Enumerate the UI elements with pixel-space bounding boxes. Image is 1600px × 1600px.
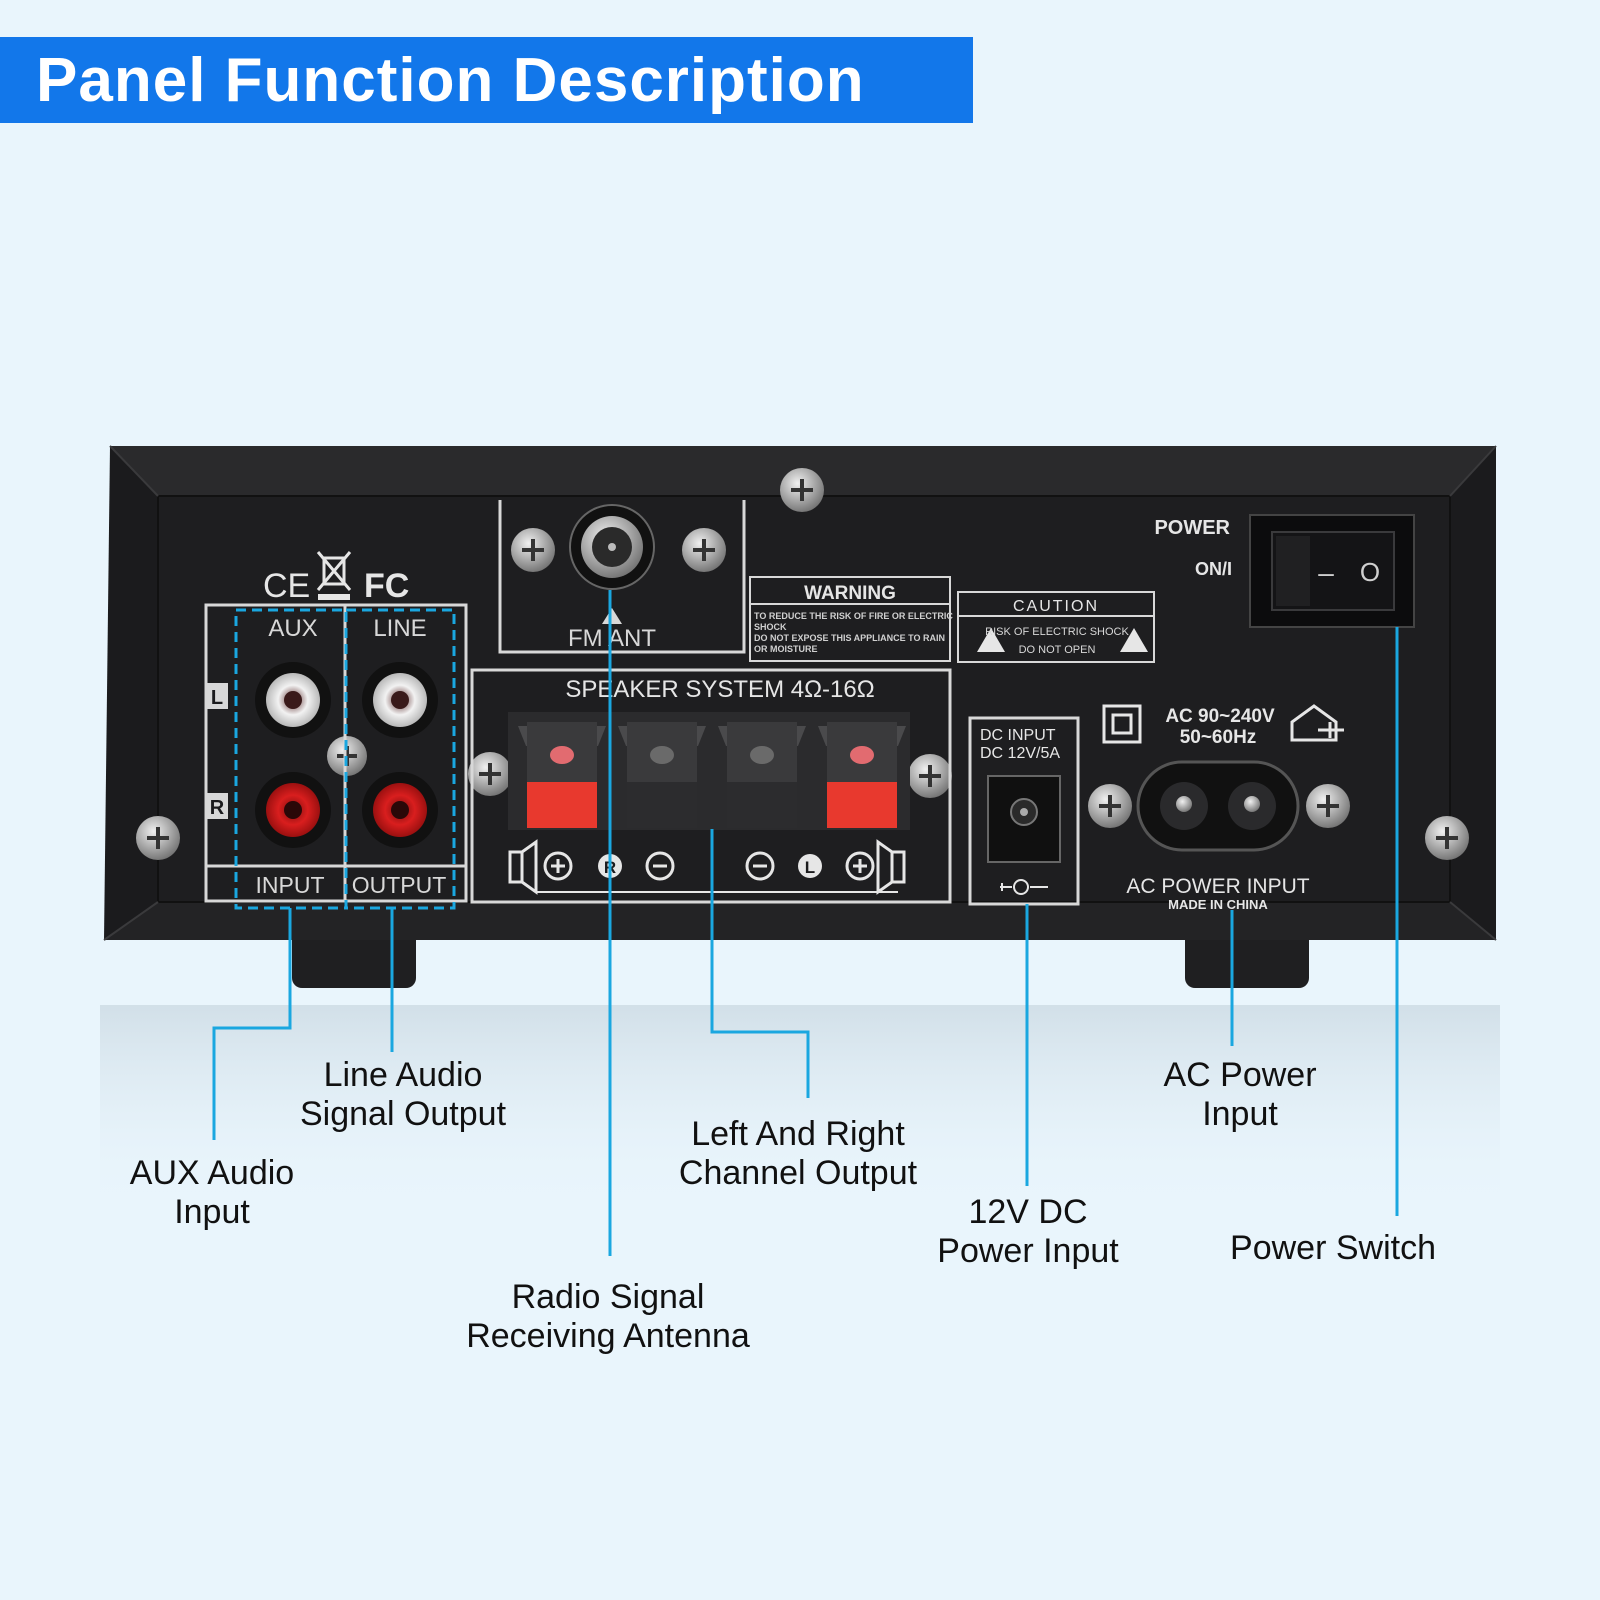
speaker-l-label: L: [805, 858, 815, 877]
rca-aux-right-jack: [255, 772, 331, 848]
line-label: LINE: [373, 615, 426, 642]
fc-mark: FC: [364, 567, 409, 605]
switch-on-symbol: O: [1360, 557, 1380, 587]
panel-text: DO NOT OPEN: [1019, 644, 1096, 656]
callout-aux-input: AUX Audio Input: [129, 1154, 295, 1231]
fm-ant-label: FM ANT: [568, 625, 656, 652]
panel-text: DO NOT EXPOSE THIS APPLIANCE TO RAIN: [754, 633, 945, 643]
dc-jack: [987, 775, 1061, 863]
callout-power-switch: Power Switch: [1230, 1229, 1436, 1267]
panel-text: SHOCK: [754, 622, 787, 632]
screw-left: [136, 816, 180, 860]
table-reflection: [100, 1005, 1500, 1215]
double-insulation-icon: [1102, 704, 1142, 744]
ac-power-input-label: AC POWER INPUT: [1126, 875, 1309, 898]
page-title: Panel Function Description: [36, 45, 865, 115]
rca-aux-left-jack: [255, 662, 331, 738]
warning-label: [749, 576, 951, 662]
speaker-terminal-l-plus: [818, 722, 906, 828]
callout-ac-input: AC Power Input: [1163, 1056, 1317, 1133]
channel-left-label: L: [211, 687, 223, 709]
line-highlight: [344, 608, 456, 910]
speaker-system-label: SPEAKER SYSTEM 4Ω-16Ω: [565, 676, 874, 703]
shock-triangle-icon: [1120, 628, 1148, 652]
on-label: ON/I: [1195, 559, 1232, 579]
channel-right-label: R: [210, 797, 225, 819]
input-label: INPUT: [256, 872, 325, 898]
fm-antenna-connector: [569, 504, 655, 590]
speaker-terminal-l-minus: [718, 722, 806, 828]
weee-icon: [316, 551, 352, 600]
speaker-terminal-r-minus: [618, 722, 706, 828]
dc-polarity-icon: [1000, 879, 1048, 895]
screw-ac-right: [1306, 784, 1350, 828]
ac-socket: [1136, 760, 1300, 852]
callout-antenna: Radio Signal Receiving Antenna: [466, 1278, 750, 1355]
callout-dc-input: 12V DC Power Input: [937, 1193, 1119, 1270]
caution-label: [957, 591, 1155, 663]
speaker-symbols: [508, 839, 906, 895]
callout-speaker-output: Left And Right Channel Output: [678, 1115, 918, 1192]
fm-frame: [498, 500, 746, 654]
panel-text: CAUTION: [1013, 598, 1099, 615]
panel-text: WARNING: [804, 583, 896, 604]
rca-frame: [204, 603, 468, 903]
screw-ac-left: [1088, 784, 1132, 828]
switch-off-symbol: –: [1318, 557, 1334, 588]
made-in-label: MADE IN CHINA: [1168, 897, 1268, 912]
power-label: POWER: [1154, 517, 1230, 539]
panel-text: RISK OF ELECTRIC SHOCK: [985, 626, 1129, 638]
title-banner: Panel Function Description: [0, 37, 973, 123]
panel-text: DC INPUT: [980, 727, 1056, 744]
panel-text: DC 12V/5A: [980, 745, 1060, 762]
ce-mark: CE: [263, 567, 310, 605]
speaker-left-icon: [508, 839, 538, 895]
dc-input-frame: [968, 716, 1080, 906]
power-switch[interactable]: – O: [1249, 514, 1415, 628]
panel-text: 50~60Hz: [1180, 727, 1257, 748]
foot-left: [292, 930, 416, 988]
callout-line-output: Line Audio Signal Output: [299, 1056, 507, 1133]
warning-triangle-icon: [977, 628, 1005, 652]
fm-arrow-icon: [602, 608, 622, 624]
leader-aux-input: [212, 908, 292, 1140]
indoor-use-icon: [1290, 704, 1344, 742]
screw-right: [1425, 816, 1469, 860]
screw-fm-right: [682, 528, 726, 572]
speaker-terminal-r-plus: [518, 722, 606, 828]
speaker-right-icon: [876, 839, 906, 895]
rca-line-right-jack: [362, 772, 438, 848]
output-label: OUTPUT: [352, 872, 447, 898]
screw-speaker-right: [908, 754, 952, 798]
panel-text: OR MOISTURE: [754, 644, 818, 654]
screw-top: [780, 468, 824, 512]
screw-speaker-left: [468, 752, 512, 796]
panel-text: AC 90~240V: [1165, 706, 1275, 727]
panel-text: TO REDUCE THE RISK OF FIRE OR ELECTRIC: [754, 611, 953, 621]
rca-line-left-jack: [362, 662, 438, 738]
screw-fm-left: [511, 528, 555, 572]
callout-lines: [212, 590, 1399, 1256]
foot-right: [1185, 930, 1309, 988]
aux-label: AUX: [268, 615, 317, 642]
leader-speaker-output: [710, 829, 810, 1098]
